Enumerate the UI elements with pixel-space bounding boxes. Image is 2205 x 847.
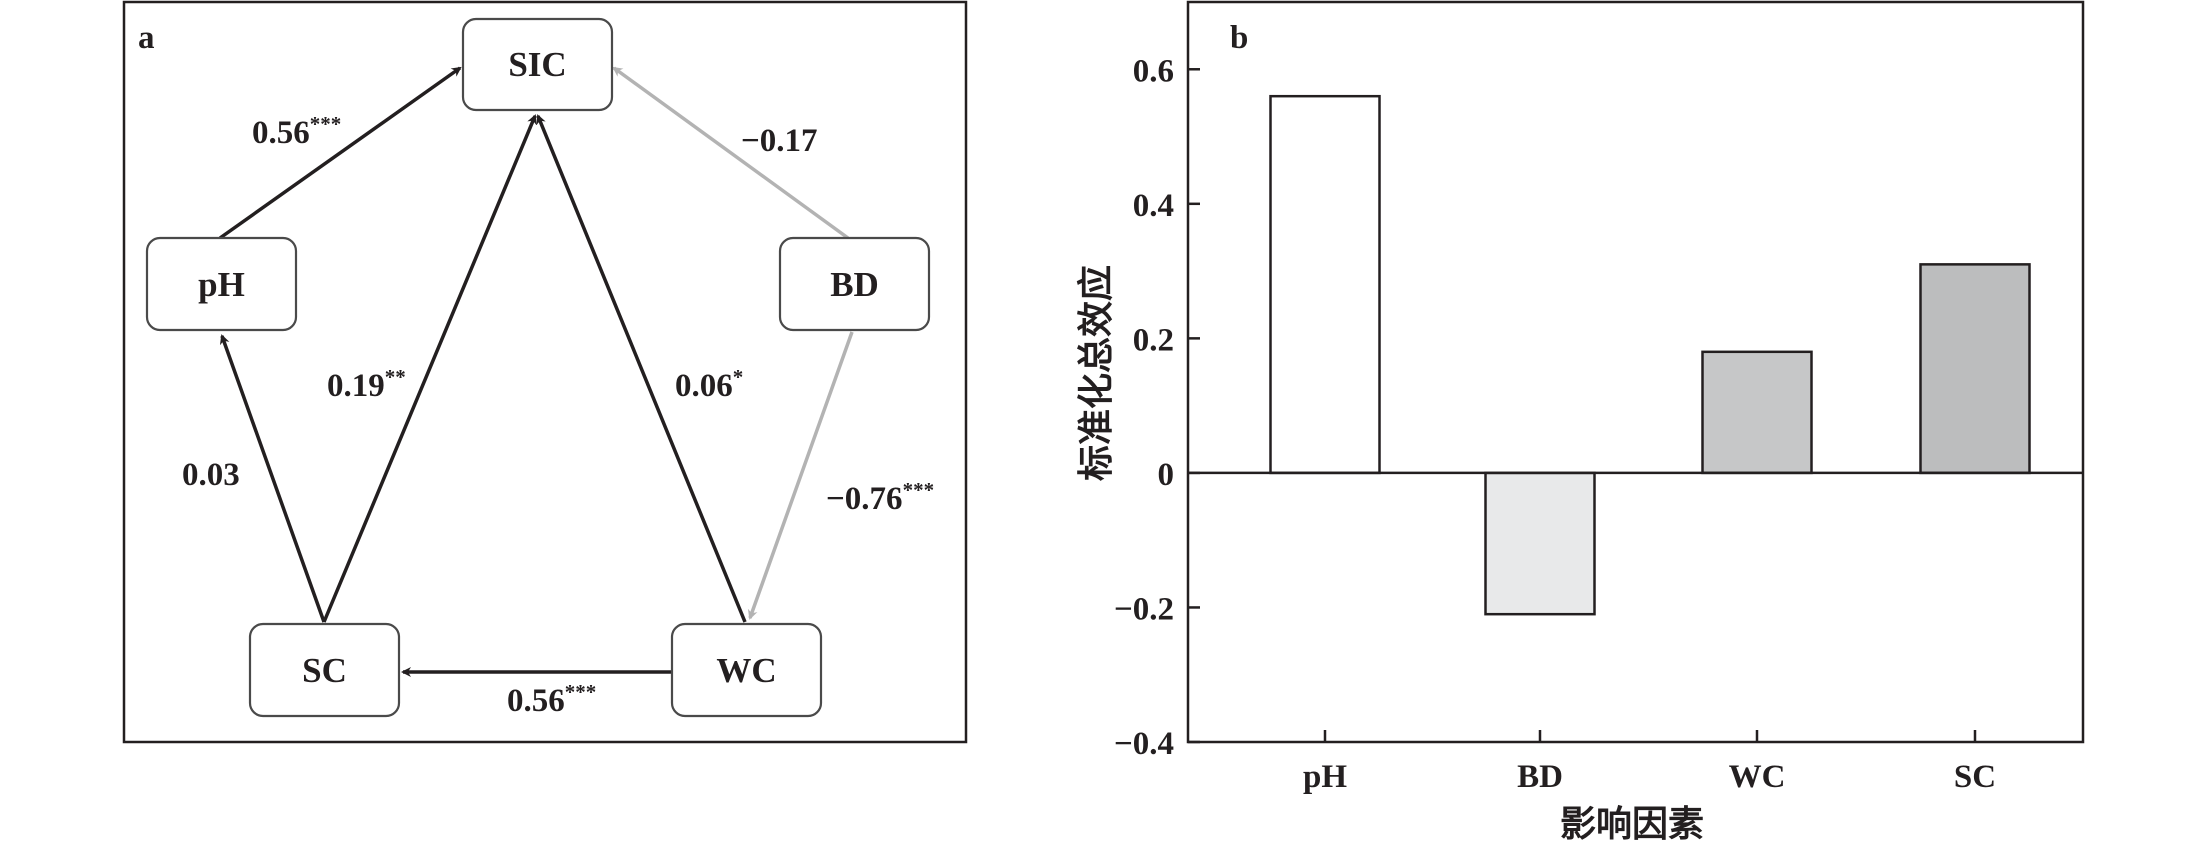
arrow-sc-to-ph [219, 334, 326, 623]
node-ph-label: pH [198, 265, 245, 304]
arrow-wc-to-sic [536, 114, 747, 623]
coef-wc-sc: 0.56*** [507, 680, 596, 719]
x-tick-label: pH [1303, 759, 1347, 795]
node-bd: BD [778, 236, 931, 332]
arrow-ph-to-sic [218, 66, 462, 240]
bar-sc [1919, 263, 2031, 475]
y-axis-ticks: −0.4 −0.2 0 0.2 0.4 0.6 [1114, 53, 1200, 762]
y-tick-label: 0.6 [1133, 53, 1174, 89]
y-tick-label: 0.4 [1133, 188, 1174, 224]
coef-sc-ph: 0.03 [182, 457, 240, 493]
node-wc: WC [670, 622, 823, 718]
node-sic-label: SIC [508, 45, 566, 84]
bars [1269, 94, 2031, 616]
node-bd-label: BD [830, 265, 879, 304]
y-tick-label: −0.2 [1114, 591, 1174, 627]
panel-a: a SIC pH BD SC WC [122, 0, 968, 744]
coef-bd-sic: −0.17 [741, 123, 818, 159]
panel-b: b −0.4 −0.2 0 0.2 0.4 0.6 pH BD WC SC 影响因素 标准化总效… [1076, 0, 2085, 845]
coef-bd-wc: −0.76*** [826, 478, 934, 517]
x-tick-label: BD [1517, 759, 1563, 795]
node-ph: pH [145, 236, 298, 332]
y-axis-title: 标准化总效应 [1076, 265, 1117, 481]
arrow-bd-to-wc [747, 331, 854, 620]
y-tick-label: 0.2 [1133, 322, 1174, 358]
node-sc-label: SC [302, 651, 347, 690]
coef-ph-sic: 0.56*** [252, 112, 341, 151]
coef-sc-sic: 0.19** [327, 365, 406, 404]
arrow-sc-to-sic [322, 114, 537, 623]
node-wc-label: WC [716, 651, 776, 690]
coef-wc-sic: 0.06* [675, 365, 743, 404]
x-axis-ticks: pH BD WC SC [1303, 730, 1996, 795]
node-sic: SIC [461, 17, 614, 112]
x-tick-label: WC [1729, 759, 1786, 795]
panel-a-frame [122, 0, 968, 744]
y-tick-label: −0.4 [1114, 726, 1174, 762]
panel-b-frame [1186, 0, 2085, 744]
path-arrows [218, 66, 854, 677]
panel-a-letter: a [138, 20, 155, 56]
bar-ph [1269, 94, 1381, 475]
y-tick-label: 0 [1158, 457, 1175, 493]
x-axis-title: 影响因素 [1560, 804, 1704, 845]
bar-bd [1484, 471, 1596, 616]
panel-b-letter: b [1230, 20, 1248, 56]
node-sc: SC [248, 622, 401, 718]
x-tick-label: SC [1954, 759, 1996, 795]
bar-wc [1701, 350, 1813, 475]
arrow-bd-to-sic [612, 66, 850, 240]
